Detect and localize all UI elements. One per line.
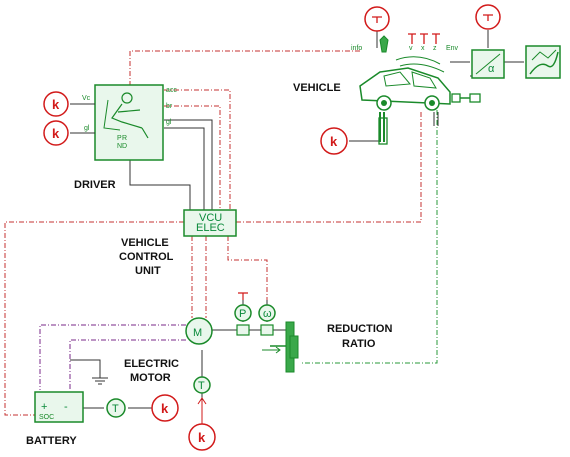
driver-gl-out-port: gl <box>166 119 172 126</box>
driver-br-port: br <box>166 103 173 110</box>
vehicle-car-icon[interactable] <box>359 67 451 111</box>
constant-k-gl[interactable] <box>43 120 69 146</box>
road-profile-icon[interactable] <box>525 45 561 79</box>
driver-gl-port: gl <box>84 125 90 132</box>
reduction-label-line1: REDUCTION <box>327 323 392 335</box>
constant-k-vehicle-label: k <box>330 134 338 149</box>
constant-k-vc-label: k <box>52 97 60 112</box>
gear-n-label: N <box>117 143 122 150</box>
vcu-label-line3: UNIT <box>135 265 161 277</box>
battery-plus-symbol: + <box>41 401 47 413</box>
power-sensor[interactable] <box>234 304 252 322</box>
constant-k-vc[interactable] <box>43 91 69 117</box>
wind-v-port: v <box>409 45 413 52</box>
gain-symbol: α <box>488 63 495 75</box>
vcu-line1-text: VCU <box>199 212 222 224</box>
gear-d-label: D <box>122 143 127 150</box>
reduction-ratio-block[interactable] <box>262 321 299 373</box>
constant-k-motor-label: k <box>198 430 206 445</box>
constant-k-battery[interactable] <box>151 394 179 422</box>
vcu-block[interactable]: VCU ELEC <box>183 209 237 237</box>
signal-wires <box>4 30 524 424</box>
motor-thermal-port[interactable] <box>193 376 211 394</box>
vehicle-env-port: Env <box>446 45 459 52</box>
constant-k-battery-label: k <box>161 401 169 416</box>
vcu-line2-text: ELEC <box>196 222 225 234</box>
gear-p-label: P <box>117 135 122 142</box>
gear-r-label: R <box>122 135 127 142</box>
driver-vc-port: Vc <box>82 95 91 102</box>
speed-sensor-symbol: ω <box>263 308 272 320</box>
battery-thermal-port[interactable] <box>106 398 126 418</box>
motor-thermal-symbol: T <box>198 380 205 392</box>
vcu-label-line2: CONTROL <box>119 251 174 263</box>
motor-label-line1: ELECTRIC <box>124 358 179 370</box>
battery-block[interactable]: + - SOC <box>34 391 84 423</box>
driver-block[interactable]: P R N D Vc gl acc br gl <box>82 84 177 161</box>
motor-label-line2: MOTOR <box>130 372 171 384</box>
constant-k-gl-label: k <box>52 126 60 141</box>
speed-sensor[interactable] <box>258 304 276 322</box>
vehicle-label: VEHICLE <box>293 82 341 94</box>
wind-z-port: z <box>433 45 437 52</box>
battery-label: BATTERY <box>26 435 77 447</box>
motor-symbol: M <box>193 327 202 339</box>
driver-label: DRIVER <box>74 179 116 191</box>
vehicle-info-port: info <box>351 45 362 52</box>
gain-block[interactable]: α <box>471 49 505 79</box>
driver-acc-port: acc <box>166 87 177 94</box>
constant-k-vehicle[interactable] <box>320 127 348 155</box>
vcu-label-line1: VEHICLE <box>121 237 169 249</box>
reduction-label-line2: RATIO <box>342 338 376 350</box>
wind-x-port: x <box>421 45 425 52</box>
battery-soc-port: SOC <box>39 414 54 421</box>
electric-motor[interactable] <box>185 317 213 345</box>
battery-minus-symbol: - <box>64 401 68 413</box>
wind-source-icon[interactable]: v x z <box>395 33 445 73</box>
power-sensor-symbol: P <box>239 308 246 320</box>
battery-thermal-symbol: T <box>112 403 119 415</box>
